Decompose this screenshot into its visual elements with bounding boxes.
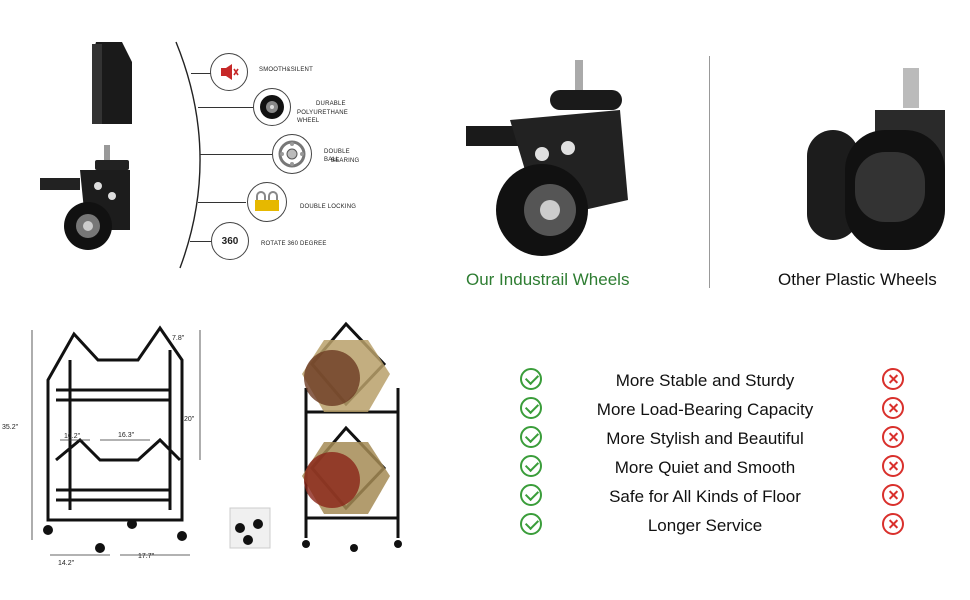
dim-inner-left: 10.2"	[64, 433, 81, 440]
check-icon	[520, 455, 542, 477]
ball-bearing-icon	[272, 134, 312, 174]
feature-smooth-silent: SMOOTH&SILENT	[259, 67, 313, 73]
feature-double-ball-line2: BEARING	[331, 158, 360, 164]
benefit-text: More Stable and Sturdy	[615, 371, 795, 390]
feature-diagram-art	[40, 41, 201, 269]
benefit-row-2: More Load-Bearing Capacity	[520, 397, 920, 423]
dim-base-depth: 14.2"	[58, 560, 75, 567]
feature-diagram: SMOOTH&SILENT DURABLE POLYURETHANE WHEEL…	[0, 0, 360, 290]
benefit-text: More Quiet and Smooth	[614, 458, 796, 477]
industrial-wheel-image	[466, 60, 628, 256]
speaker-mute-icon	[210, 53, 248, 91]
cross-icon	[882, 455, 904, 477]
rotate-360-badge: 360	[221, 235, 239, 247]
dim-base-width: 17.7"	[138, 553, 155, 560]
feature-double-ball-line1: DOUBLE BALL	[324, 149, 350, 163]
dim-inner-width: 16.3"	[118, 432, 135, 439]
comparison-divider	[709, 56, 710, 288]
benefit-row-3: More Stylish and Beautiful	[520, 426, 920, 452]
rotate-360-icon: 360	[211, 222, 249, 260]
benefit-text: More Load-Bearing Capacity	[596, 400, 814, 419]
feature-durable-line1: DURABLE	[316, 101, 346, 107]
cross-icon	[882, 426, 904, 448]
cross-icon	[882, 513, 904, 535]
cross-icon	[882, 397, 904, 419]
benefit-row-1: More Stable and Sturdy	[520, 368, 920, 394]
benefit-text: More Stylish and Beautiful	[606, 429, 804, 448]
wheel-icon	[253, 88, 291, 126]
plastic-wheel-image	[807, 68, 945, 250]
check-icon	[520, 397, 542, 419]
benefit-text: Safe for All Kinds of Floor	[609, 487, 801, 506]
dim-mid-height: 20"	[184, 416, 195, 423]
cross-icon	[882, 484, 904, 506]
check-icon	[520, 426, 542, 448]
rack-dimension-drawing	[31, 325, 201, 556]
feature-double-locking: DOUBLE LOCKING	[300, 204, 357, 210]
loaded-rack-image	[229, 321, 402, 552]
feature-rotate: ROTATE 360 DEGREE	[261, 241, 327, 247]
dim-height: 35.2"	[2, 424, 19, 431]
check-icon	[520, 368, 542, 390]
caption-our-wheels: Our Industrail Wheels	[466, 270, 630, 289]
benefit-row-6: Longer Service	[520, 513, 920, 539]
check-icon	[520, 484, 542, 506]
padlock-icon	[247, 182, 287, 222]
caption-other-wheels: Other Plastic Wheels	[778, 270, 937, 289]
check-icon	[520, 513, 542, 535]
dim-depth-top: 7.8"	[172, 335, 185, 342]
benefit-row-5: Safe for All Kinds of Floor	[520, 484, 920, 510]
feature-durable-line2: POLYURETHANE WHEEL	[297, 110, 348, 124]
cross-icon	[882, 368, 904, 390]
benefit-text: Longer Service	[647, 516, 763, 535]
benefit-row-4: More Quiet and Smooth	[520, 455, 920, 481]
